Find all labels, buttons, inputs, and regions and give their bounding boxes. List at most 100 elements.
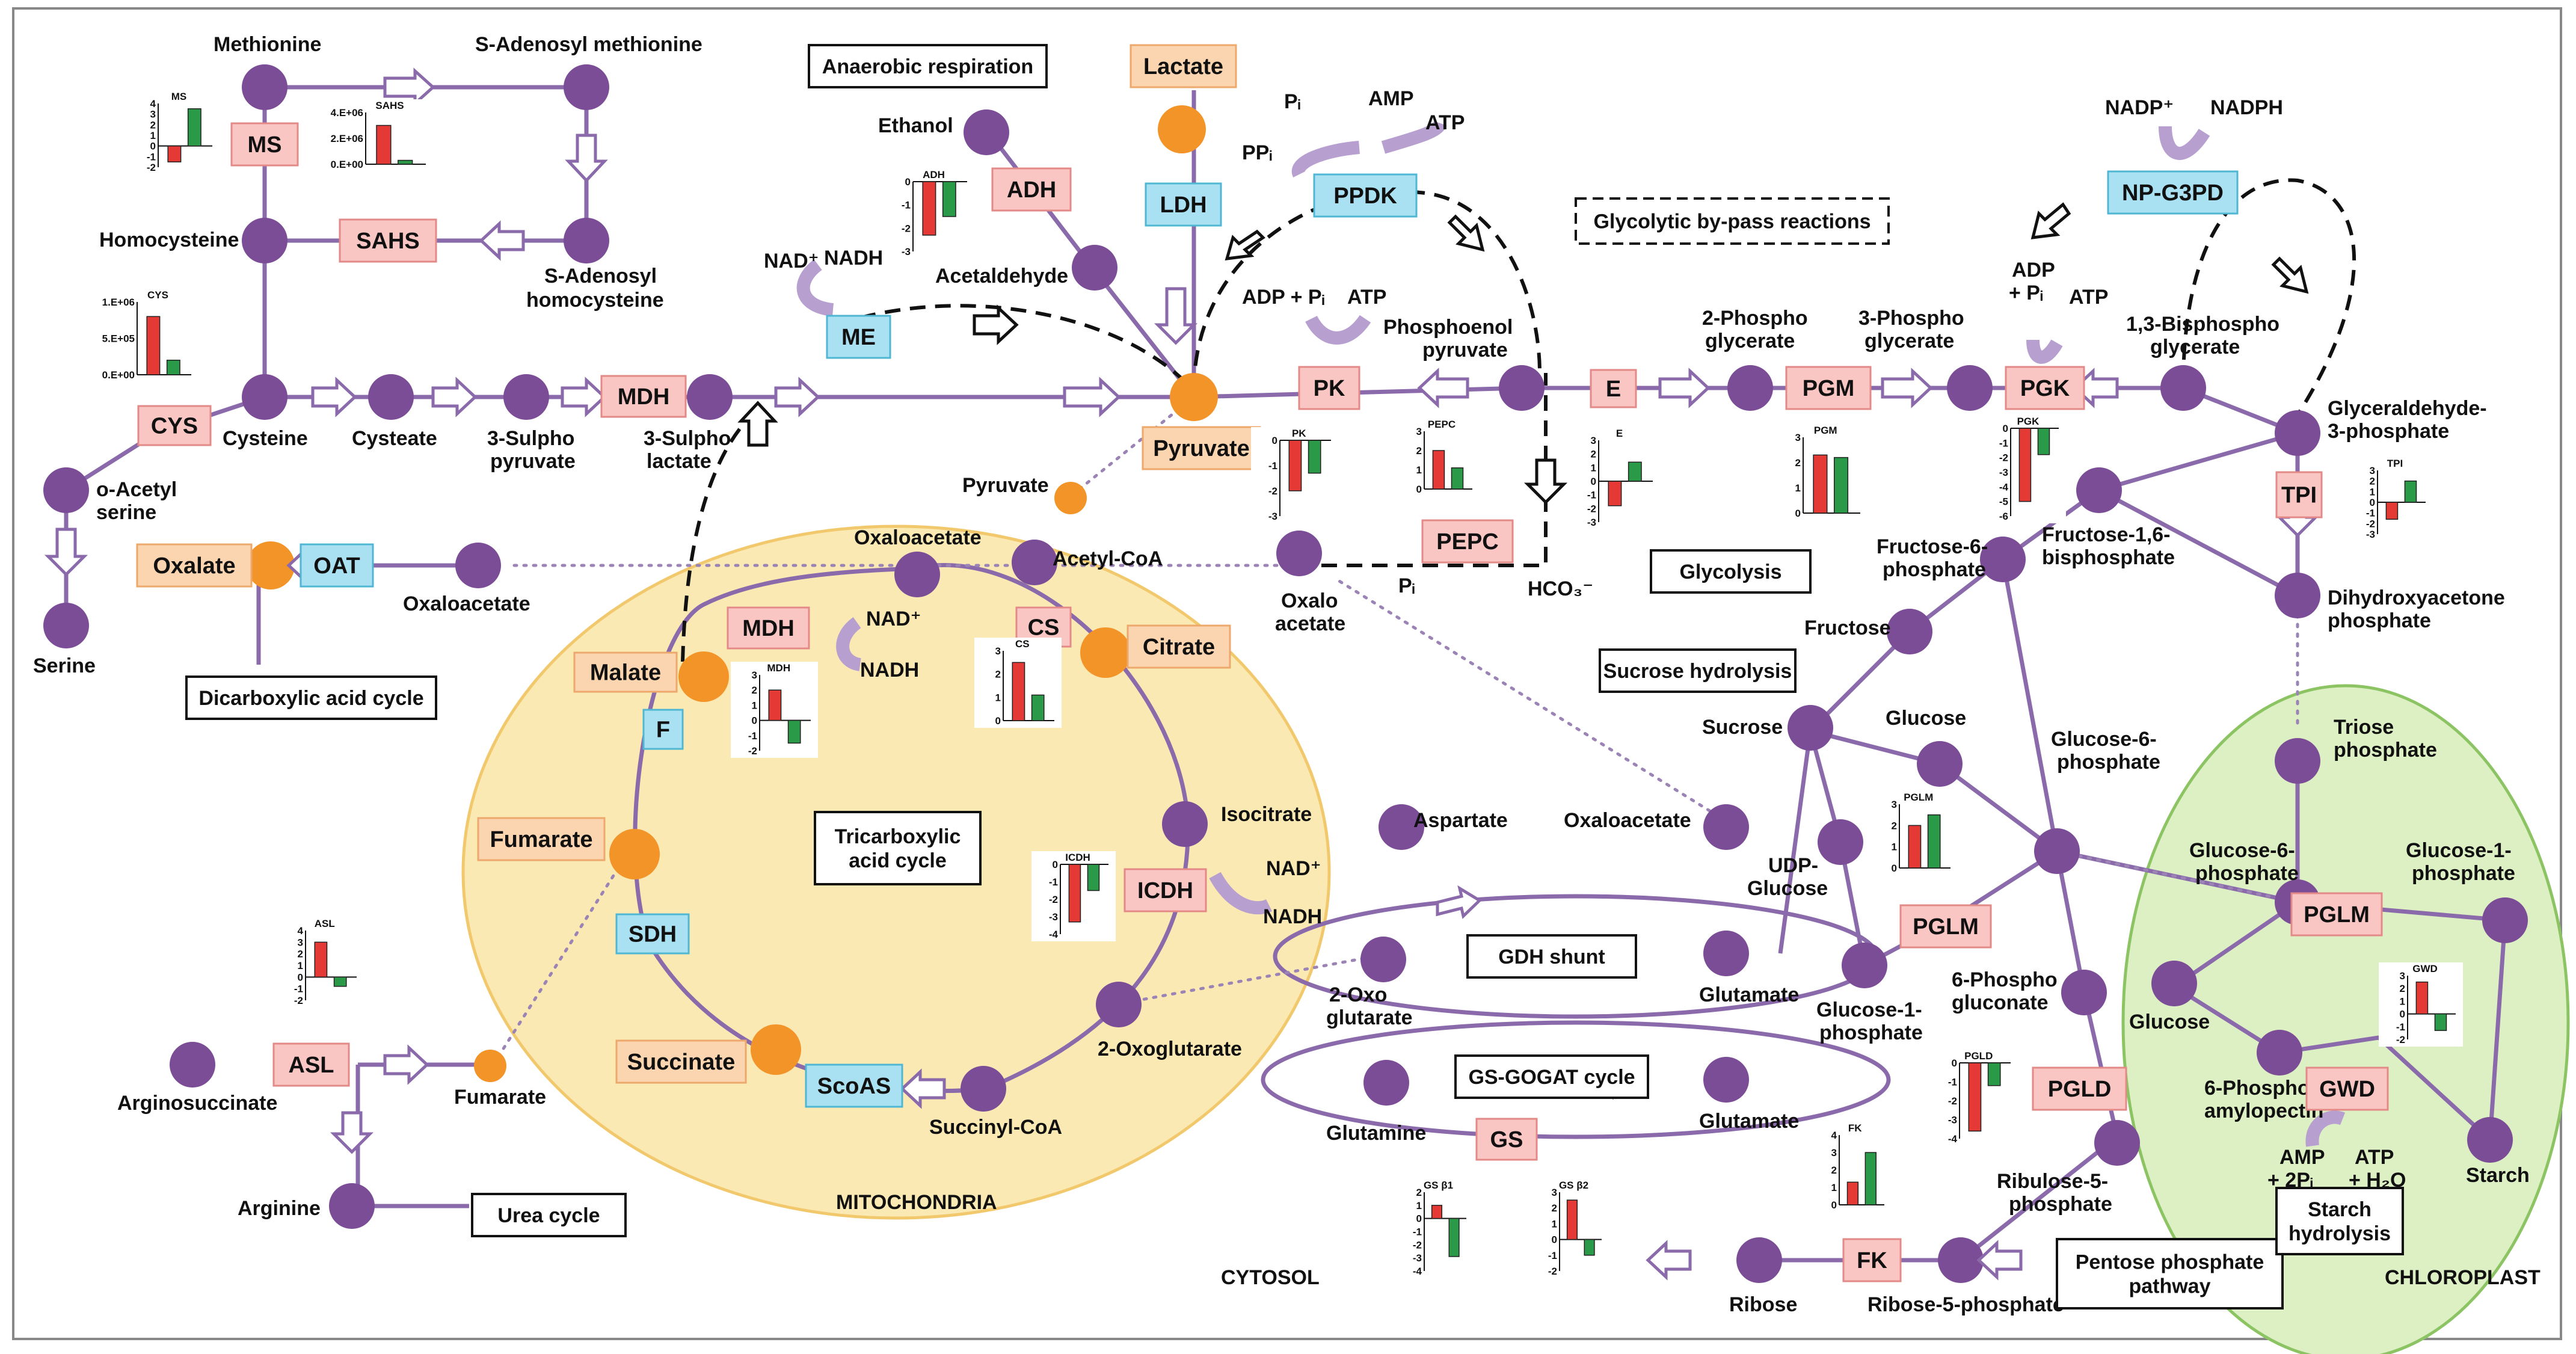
chart-tick: -1 <box>1413 1226 1422 1238</box>
chart-tick: 0 <box>150 141 156 152</box>
label-chloroplast: CHLOROPLAST <box>2385 1266 2541 1289</box>
chart-tick: -2 <box>1999 452 2008 464</box>
enzyme-pgk-label: PGK <box>2020 376 2070 401</box>
chart-tick: -3 <box>1948 1115 1957 1126</box>
chart-bar <box>398 159 413 165</box>
chart-title: PGLM <box>1904 792 1933 803</box>
enzyme-sdh: SDH <box>615 913 690 955</box>
label-oxoglutarate: 2-Oxoglutarate <box>1098 1038 1242 1060</box>
pathway-glycolysis-label: Glycolysis <box>1679 561 1781 583</box>
label-serine: Serine <box>33 654 96 677</box>
chart-bar <box>1987 1062 2001 1086</box>
pathway-starch-line: Starch <box>2308 1198 2372 1221</box>
enzyme-icdh-label: ICDH <box>1137 878 1193 903</box>
chart-title: PGLD <box>1964 1050 1993 1062</box>
enzyme-pglmc: PGLM <box>1899 904 1992 949</box>
chart-bar <box>1833 457 1849 514</box>
chart-title: CS <box>1015 638 1030 650</box>
chart-bar <box>2018 428 2032 502</box>
enzyme-f-label: F <box>656 718 670 743</box>
label-nadp: NADP⁺ <box>2105 96 2174 119</box>
chart-bar <box>376 125 392 165</box>
bar-charts: MS43210-1-2SAHS4.E+062.E+060.E+00CYS1.E+… <box>102 90 2463 1278</box>
chart-bar <box>1068 864 1081 923</box>
enzyme-mdhm: MDH <box>727 606 810 650</box>
pathway-urea: Urea cycle <box>471 1193 627 1237</box>
label-adp-pgk: ADP+ Pᵢ <box>2009 259 2055 304</box>
chart-tick: 2 <box>1416 445 1422 457</box>
label-oxoglut-gdh-1: 2-Oxo <box>1329 983 1387 1006</box>
chart-tick: -3 <box>1268 511 1277 522</box>
label-nadplus-me: NAD⁺ <box>764 250 819 272</box>
chart-tick: 0 <box>1795 508 1801 519</box>
chart-tick: -1 <box>1049 876 1058 888</box>
chart-tick: 0 <box>2400 1009 2405 1020</box>
label-sah-2: homocysteine <box>526 289 664 312</box>
label-ribose: Ribose <box>1729 1293 1797 1316</box>
gsgogat-path <box>1261 1020 1891 1139</box>
enzyme-pepc: PEPC <box>1421 519 1514 564</box>
chart-bar <box>314 941 328 978</box>
label-nadph: NADPH <box>2210 96 2283 119</box>
chart-tick: -3 <box>1049 911 1058 923</box>
box-citrate-label: Citrate <box>1143 635 1215 660</box>
enzyme-mdh-label: MDH <box>618 384 670 410</box>
chart-bar <box>1448 1217 1460 1257</box>
label-pi-pepc: Pᵢ <box>1398 574 1415 597</box>
box-lactate: Lactate <box>1130 44 1237 88</box>
label-g6p-chl-2: phosphate <box>2195 862 2299 885</box>
metabolite-boxes: LactatePyruvateOxalateMalateCitrateFumar… <box>136 44 1261 1084</box>
chart-bar <box>1813 454 1828 514</box>
label-arginosuccinate: Arginosuccinate <box>117 1092 277 1115</box>
label-nadh-me: NADH <box>824 247 883 269</box>
chart-tick: -1 <box>2366 508 2375 519</box>
label-amp: AMP <box>1368 87 1414 110</box>
label-starch: Starch <box>2466 1164 2530 1187</box>
box-oxalate-label: Oxalate <box>153 553 235 579</box>
chart-bar <box>187 108 201 147</box>
enzyme-sahs: SAHS <box>339 218 437 263</box>
label-oaa-cyt-2: acetate <box>1275 612 1345 635</box>
label-pep-2: pyruvate <box>1422 339 1508 362</box>
chart-tick: -2 <box>294 995 303 1006</box>
label-sam: S-Adenosyl methionine <box>475 33 702 56</box>
chart-bar <box>1968 1062 1982 1132</box>
pathway-dicarb: Dicarboxylic acid cycle <box>185 675 437 720</box>
chart-tick: 3 <box>1416 426 1422 437</box>
chart-title: FK <box>1848 1122 1862 1134</box>
metabolite-labels: Methionine S-Adenosyl methionine Homocys… <box>33 33 2541 1316</box>
chart-tick: -3 <box>902 246 911 257</box>
pathway-gsgogat-label: GS-GOGAT cycle <box>1468 1066 1635 1089</box>
chart-bar <box>2434 1013 2447 1031</box>
pathway-glycolysis: Glycolysis <box>1650 549 1812 594</box>
chart-tick: 0 <box>905 176 911 188</box>
label-triosep-2: phosphate <box>2334 739 2437 762</box>
label-cysteate: Cysteate <box>352 427 437 450</box>
box-pyruvate-label: Pyruvate <box>1153 436 1250 461</box>
label-arginine: Arginine <box>238 1197 321 1220</box>
enzyme-adh-label: ADH <box>1007 177 1056 203</box>
chart-tick: -3 <box>1413 1252 1422 1264</box>
chart-tick: -4 <box>1413 1266 1422 1277</box>
chart-tick: 3 <box>298 937 303 948</box>
chart-tick: 0 <box>2370 497 2375 508</box>
label-nadh-icdh: NADH <box>1263 905 1322 928</box>
chart-tick: 2.E+06 <box>331 133 363 144</box>
enzyme-e-label: E <box>1606 377 1621 402</box>
chart-title: MS <box>171 91 187 102</box>
enzyme-ppdk-label: PPDK <box>1333 183 1397 209</box>
chart-tick: 3 <box>995 645 1001 657</box>
enzyme-oat-label: OAT <box>313 553 360 579</box>
chart-tick: -1 <box>1999 437 2008 449</box>
